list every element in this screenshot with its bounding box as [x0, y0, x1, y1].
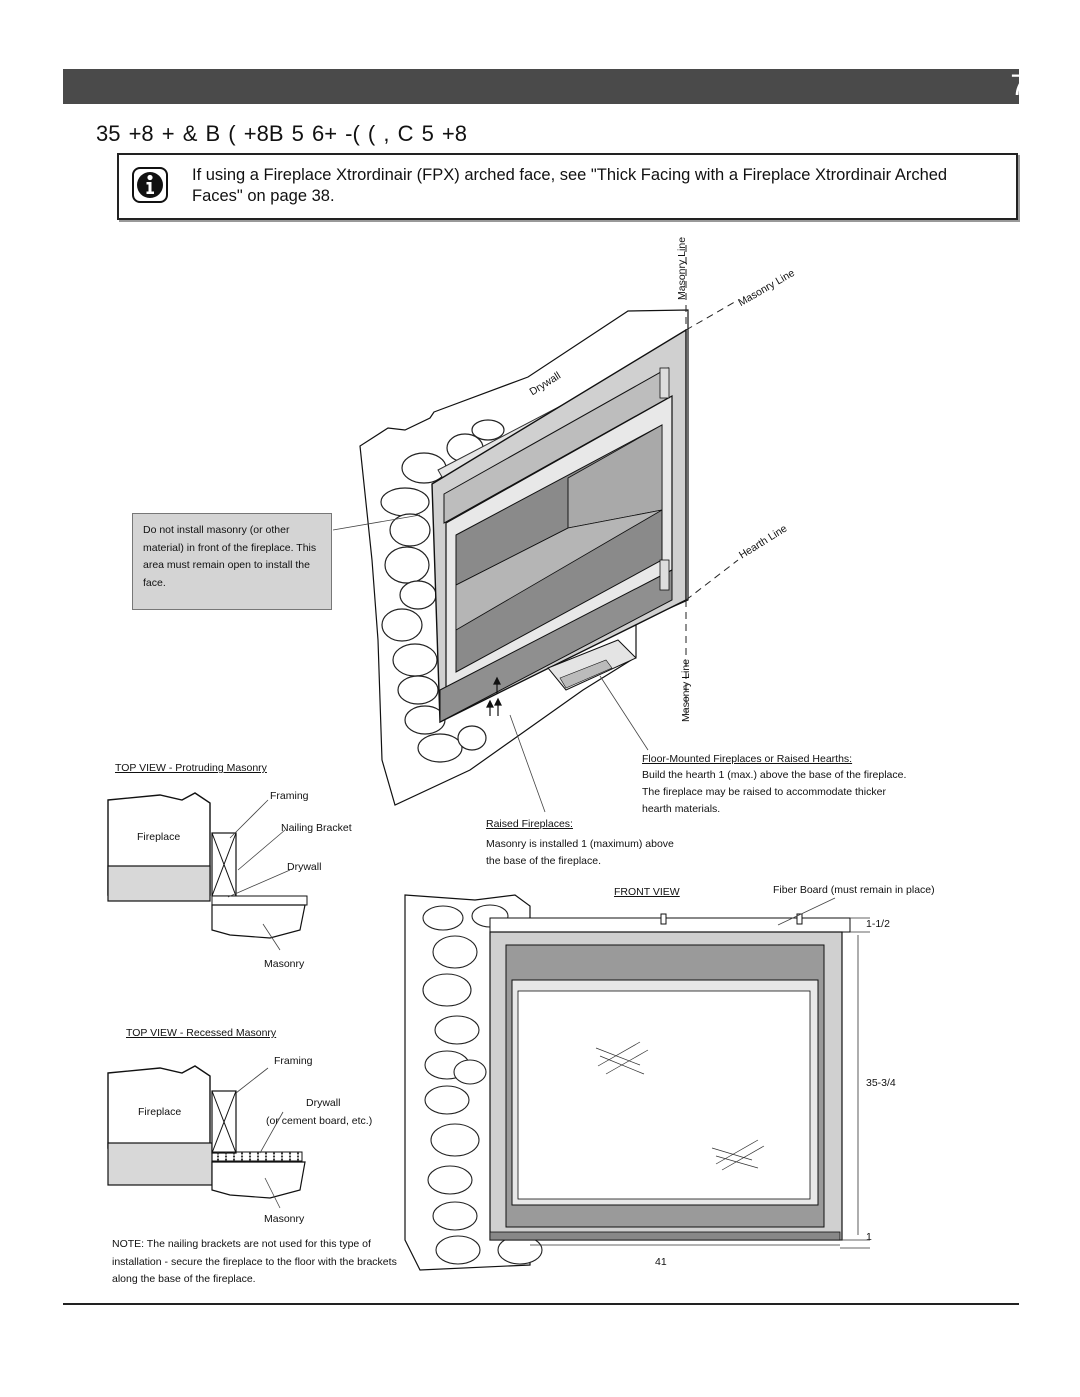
top-view-recessed — [107, 1065, 306, 1209]
front-view — [404, 894, 870, 1271]
drywall-label-2: Drywall — [287, 861, 322, 873]
footer-rule — [63, 1303, 1019, 1305]
masonry-line-bottom-label: Masonry Line — [680, 658, 692, 722]
info-icon — [132, 167, 168, 203]
header-bar — [63, 69, 1019, 104]
framing-label: Framing — [270, 790, 309, 802]
raised-fireplaces-title: Raised Fireplaces: — [486, 818, 573, 830]
info-note: If using a Fireplace Xtrordinair (FPX) a… — [117, 153, 1018, 220]
note-text: If using a Fireplace Xtrordinair (FPX) a… — [192, 166, 948, 205]
floor-mounted-title: Floor-Mounted Fireplaces or Raised Heart… — [642, 753, 853, 765]
drywall-sub-label: (or cement board, etc.) — [266, 1115, 373, 1127]
front-view-title: FRONT VIEW — [614, 886, 680, 898]
masonry-callout: Do not install masonry (or other materia… — [132, 513, 332, 610]
drywall-label-3: Drywall — [306, 1097, 341, 1109]
top-view-recessed-title: TOP VIEW - Recessed Masonry — [126, 1027, 277, 1039]
page-number: 7 — [1010, 69, 1027, 102]
top-view-protruding — [107, 792, 308, 951]
floor-mounted-text: Build the hearth 1 (max.) above the base… — [642, 769, 907, 815]
masonry-label-2: Masonry — [264, 1213, 305, 1225]
masonry-label: Masonry — [264, 958, 305, 970]
nailing-bracket-label: Nailing Bracket — [281, 822, 352, 834]
section-heading: 35 +8 + & B ( +8B 5 6+ -( ( , C 5 +8 — [96, 121, 468, 146]
dim-height-label: 35-3/4 — [866, 1077, 896, 1089]
top-view-protruding-title: TOP VIEW - Protruding Masonry — [115, 762, 267, 774]
fireplace-label-2: Fireplace — [138, 1106, 182, 1118]
dim-width-label: 41 — [655, 1256, 667, 1268]
fiber-board-label: Fiber Board (must remain in place) — [773, 884, 935, 896]
masonry-line-top-label: Masonry Line — [676, 236, 688, 300]
dim-bottom-label: 1 — [866, 1231, 872, 1243]
dim-top-label: 1-1/2 — [866, 918, 890, 930]
raised-fireplaces-text: Masonry is installed 1 (maximum) above t… — [486, 838, 674, 867]
framing-label-2: Framing — [274, 1055, 313, 1067]
fireplace-label: Fireplace — [137, 831, 181, 843]
bottom-note: NOTE: The nailing brackets are not used … — [112, 1238, 397, 1285]
